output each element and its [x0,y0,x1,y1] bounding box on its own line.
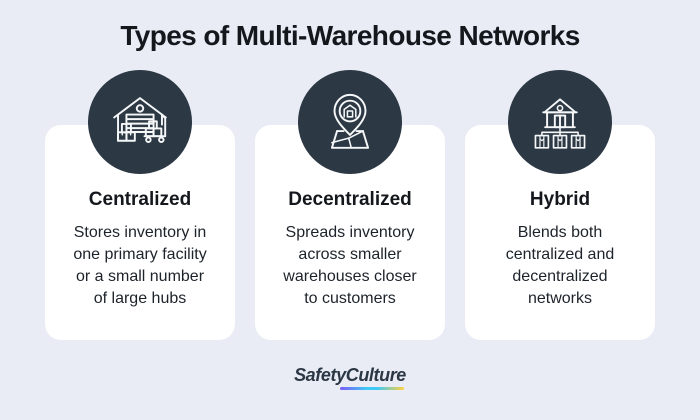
footer: SafetyCulture [0,365,700,390]
card-description-hybrid: Blends both centralized and decentralize… [505,224,615,307]
logo-text-safety: Safety [294,365,346,385]
card-description-centralized: Stores inventory in one primary facility… [73,224,207,307]
warehouse-icon-art [113,97,167,143]
card-column-hybrid: Hybrid Blends both centralized and decen… [465,70,655,340]
infographic-page: Types of Multi-Warehouse Networks [0,20,700,420]
logo-text-culture: Culture [345,365,407,385]
card-title-centralized: Centralized [88,189,192,210]
map-pin-warehouse-icon [298,70,402,174]
safetyculture-logo: SafetyCulture [294,365,407,390]
warehouse-icon [88,70,192,174]
card-column-centralized: Centralized Stores inventory in one prim… [45,70,235,340]
logo-gradient-underline [340,387,404,390]
card-column-decentralized: Decentralized Spreads inventory across s… [255,70,445,340]
map-pin-warehouse-icon-art [330,93,370,149]
card-title-decentralized: Decentralized [288,189,412,210]
hybrid-network-icon [508,70,612,174]
card-title-hybrid: Hybrid [529,189,591,210]
cards-row: Centralized Stores inventory in one prim… [0,70,700,340]
hybrid-network-icon-art [534,98,586,149]
page-title: Types of Multi-Warehouse Networks [120,20,580,51]
card-description-decentralized: Spreads inventory across smaller warehou… [283,224,417,307]
